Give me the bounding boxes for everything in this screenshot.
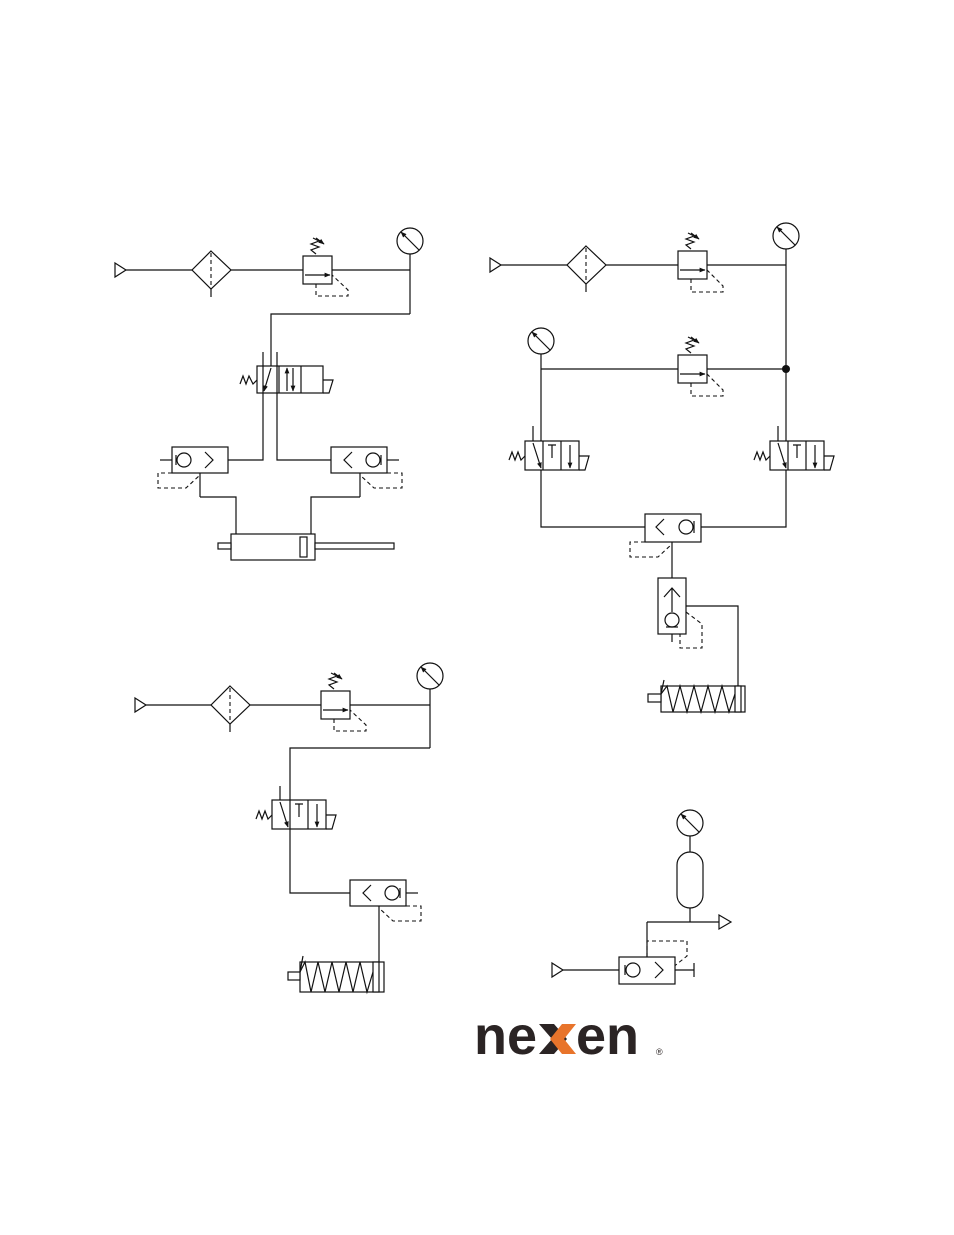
pressure-regulator-icon xyxy=(321,673,430,731)
pressure-regulator-icon xyxy=(678,337,723,396)
pressure-regulator-icon xyxy=(303,238,410,296)
three-way-valve-icon xyxy=(256,786,336,829)
air-supply-icon xyxy=(490,258,501,272)
pressure-gauge-icon xyxy=(677,810,703,852)
outlet-icon xyxy=(719,915,731,929)
logo-text-left: ne xyxy=(474,1006,537,1066)
flow-control-valve-icon xyxy=(658,578,738,686)
accumulator-circuit xyxy=(552,810,731,984)
double-acting-cylinder-icon xyxy=(218,534,394,560)
single-acting-cylinder-circuit xyxy=(135,663,443,992)
filter-icon xyxy=(192,251,303,297)
accumulator-icon xyxy=(677,852,703,908)
air-supply-icon xyxy=(135,698,146,712)
nexen-logo: ne en ® xyxy=(472,1003,672,1075)
dual-pressure-circuit xyxy=(490,223,834,712)
spring-return-cylinder-icon xyxy=(288,956,384,992)
quick-exhaust-valve-icon xyxy=(158,447,228,497)
pressure-gauge-icon xyxy=(397,228,423,314)
quick-exhaust-valve-icon xyxy=(350,880,421,962)
logo-x-mark-icon xyxy=(539,1024,576,1054)
filter-icon xyxy=(567,246,678,292)
shuttle-valve-icon xyxy=(630,514,701,578)
air-supply-icon xyxy=(115,263,126,277)
pressure-regulator-icon xyxy=(678,233,786,292)
pressure-gauge-icon xyxy=(773,223,799,249)
registered-mark: ® xyxy=(656,1047,663,1057)
logo-text-right: en xyxy=(576,1006,639,1066)
pressure-gauge-icon xyxy=(528,328,554,354)
air-supply-icon xyxy=(552,963,563,977)
four-way-valve-icon xyxy=(240,352,333,393)
three-way-valve-icon xyxy=(754,426,834,470)
quick-exhaust-valve-icon xyxy=(331,447,402,497)
filter-icon xyxy=(211,686,321,732)
check-valve-icon xyxy=(619,957,694,984)
double-acting-cylinder-circuit xyxy=(115,228,423,560)
spring-return-cylinder-icon xyxy=(648,680,745,712)
three-way-valve-icon xyxy=(509,426,589,470)
